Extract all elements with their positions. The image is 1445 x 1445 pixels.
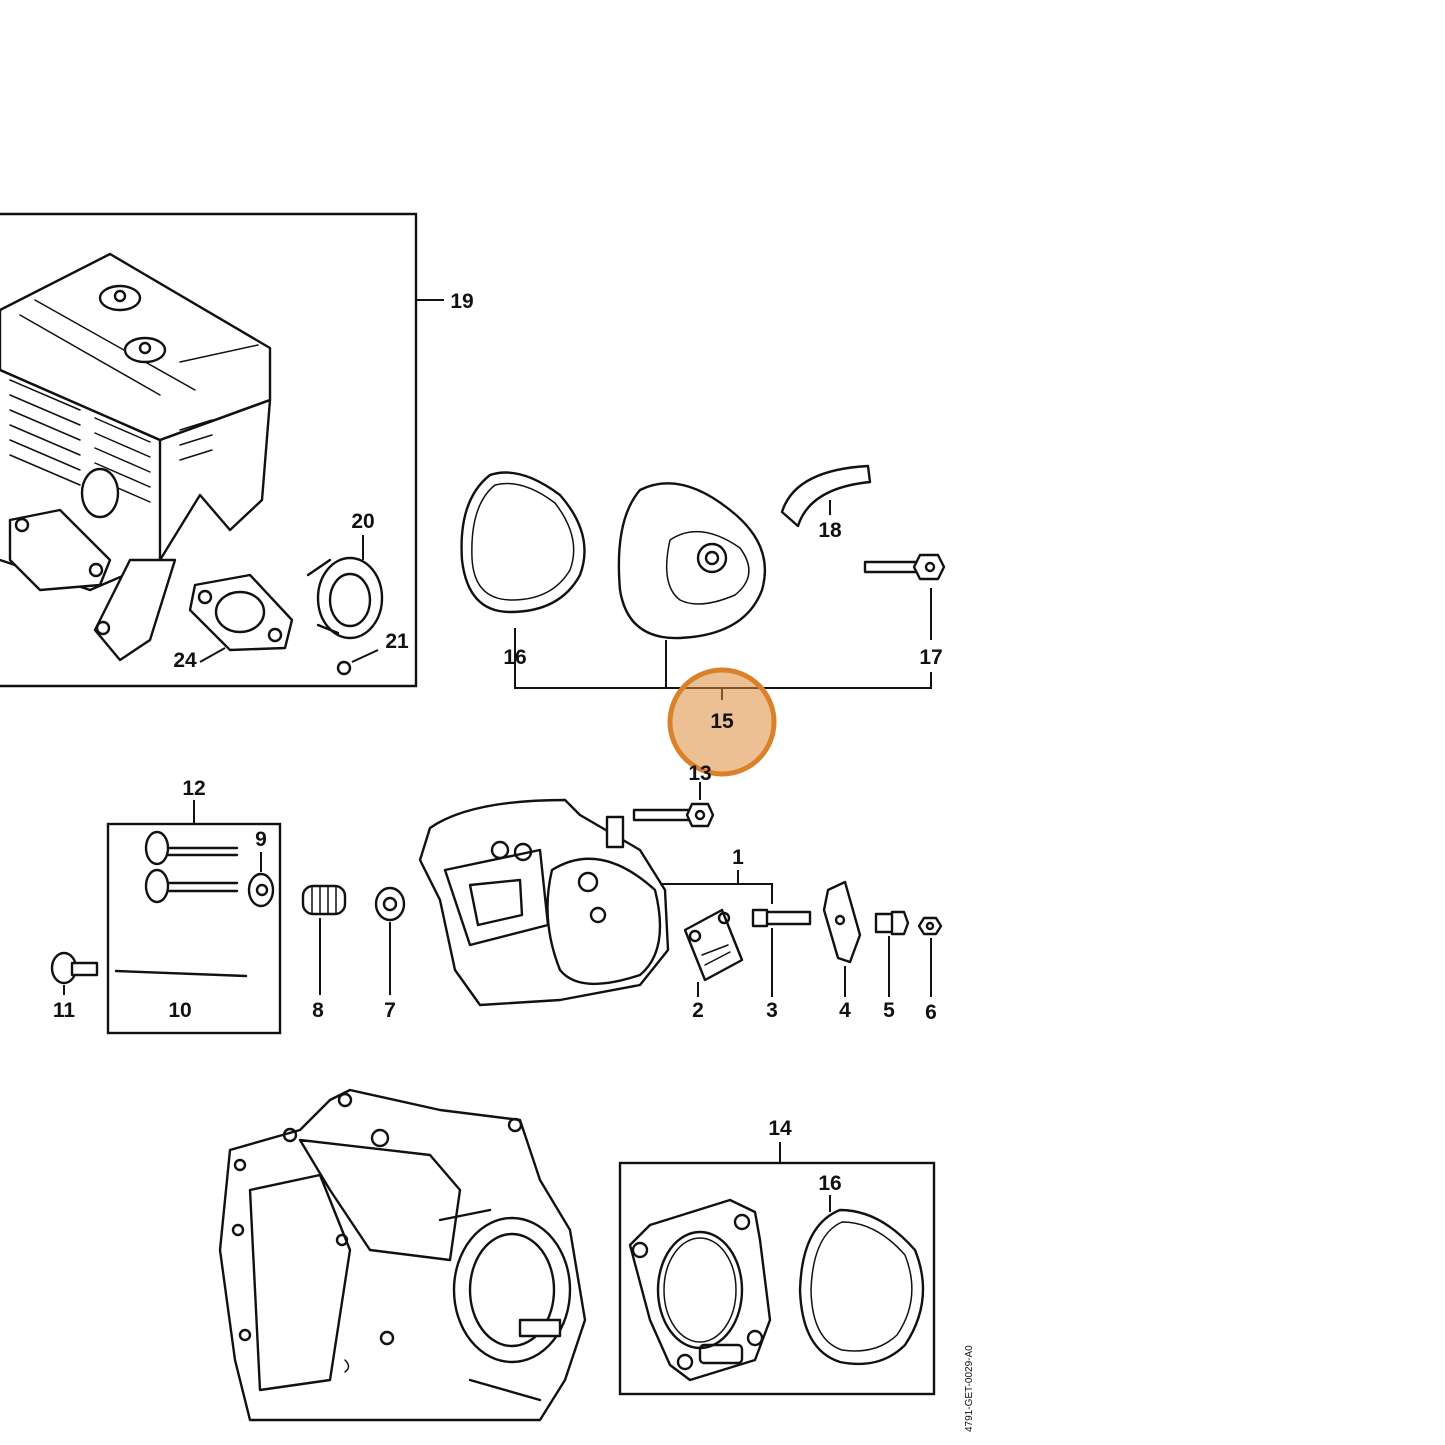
callout-15: 15 xyxy=(710,710,734,733)
head-gasket-icon xyxy=(628,1198,772,1382)
callout-7: 7 xyxy=(384,999,396,1022)
push-rod-icon xyxy=(114,969,248,978)
valve-spring-icon xyxy=(301,884,347,916)
highlight-marker xyxy=(667,667,777,777)
callout-2: 2 xyxy=(692,999,704,1022)
rocker-pivot-icon xyxy=(874,910,910,936)
push-rod-guide-icon xyxy=(683,908,744,982)
muffler-assembly-group xyxy=(0,212,444,688)
callout-13: 13 xyxy=(688,762,711,785)
cover-gasket-icon xyxy=(798,1208,925,1366)
cover-gasket-icon xyxy=(460,471,586,614)
head-bolt-icon xyxy=(632,802,715,828)
valve-seal-icon xyxy=(247,872,275,908)
callout-3: 3 xyxy=(766,999,778,1022)
callout-19: 19 xyxy=(450,290,473,313)
crankcase-icon xyxy=(218,1088,587,1422)
valve-cover-icon xyxy=(617,482,767,640)
cylinder-head-icon xyxy=(418,798,670,1007)
valve-cover-group xyxy=(460,464,946,700)
drawing-code: 4791-GET-0029-A0 xyxy=(964,1345,975,1432)
callout-8: 8 xyxy=(312,999,324,1022)
exhaust-valve-icon xyxy=(144,868,239,904)
cover-bolt-icon xyxy=(863,553,946,581)
spark-arrestor-icon xyxy=(306,556,384,640)
screw-icon xyxy=(336,660,352,676)
callout-20: 20 xyxy=(351,510,374,533)
intake-valve-icon xyxy=(144,830,239,866)
rocker-arm-icon xyxy=(822,880,862,964)
callout-24: 24 xyxy=(173,649,197,672)
gasket-set-group xyxy=(618,1142,936,1396)
tappet-icon xyxy=(50,951,99,985)
spring-retainer-icon xyxy=(374,886,406,922)
breather-hose-icon xyxy=(780,464,872,528)
callout-21: 21 xyxy=(385,630,409,653)
callout-1: 1 xyxy=(732,846,744,869)
callout-16: 16 xyxy=(503,646,526,669)
muffler-icon xyxy=(0,252,272,662)
rocker-stud-icon xyxy=(751,908,812,928)
callout-11: 11 xyxy=(53,999,76,1022)
lock-nut-icon xyxy=(917,916,943,936)
callout-12: 12 xyxy=(182,777,205,800)
callout-17: 17 xyxy=(919,646,942,669)
callout-10: 10 xyxy=(168,999,191,1022)
callout-5: 5 xyxy=(883,999,895,1022)
callout-16: 16 xyxy=(818,1172,841,1195)
callout-18: 18 xyxy=(818,519,842,542)
callout-6: 6 xyxy=(925,1001,937,1024)
callout-14: 14 xyxy=(768,1117,792,1140)
callout-4: 4 xyxy=(839,999,851,1022)
exhaust-gasket-icon xyxy=(188,573,294,652)
callout-9: 9 xyxy=(255,828,267,851)
valve-group xyxy=(106,800,282,1035)
